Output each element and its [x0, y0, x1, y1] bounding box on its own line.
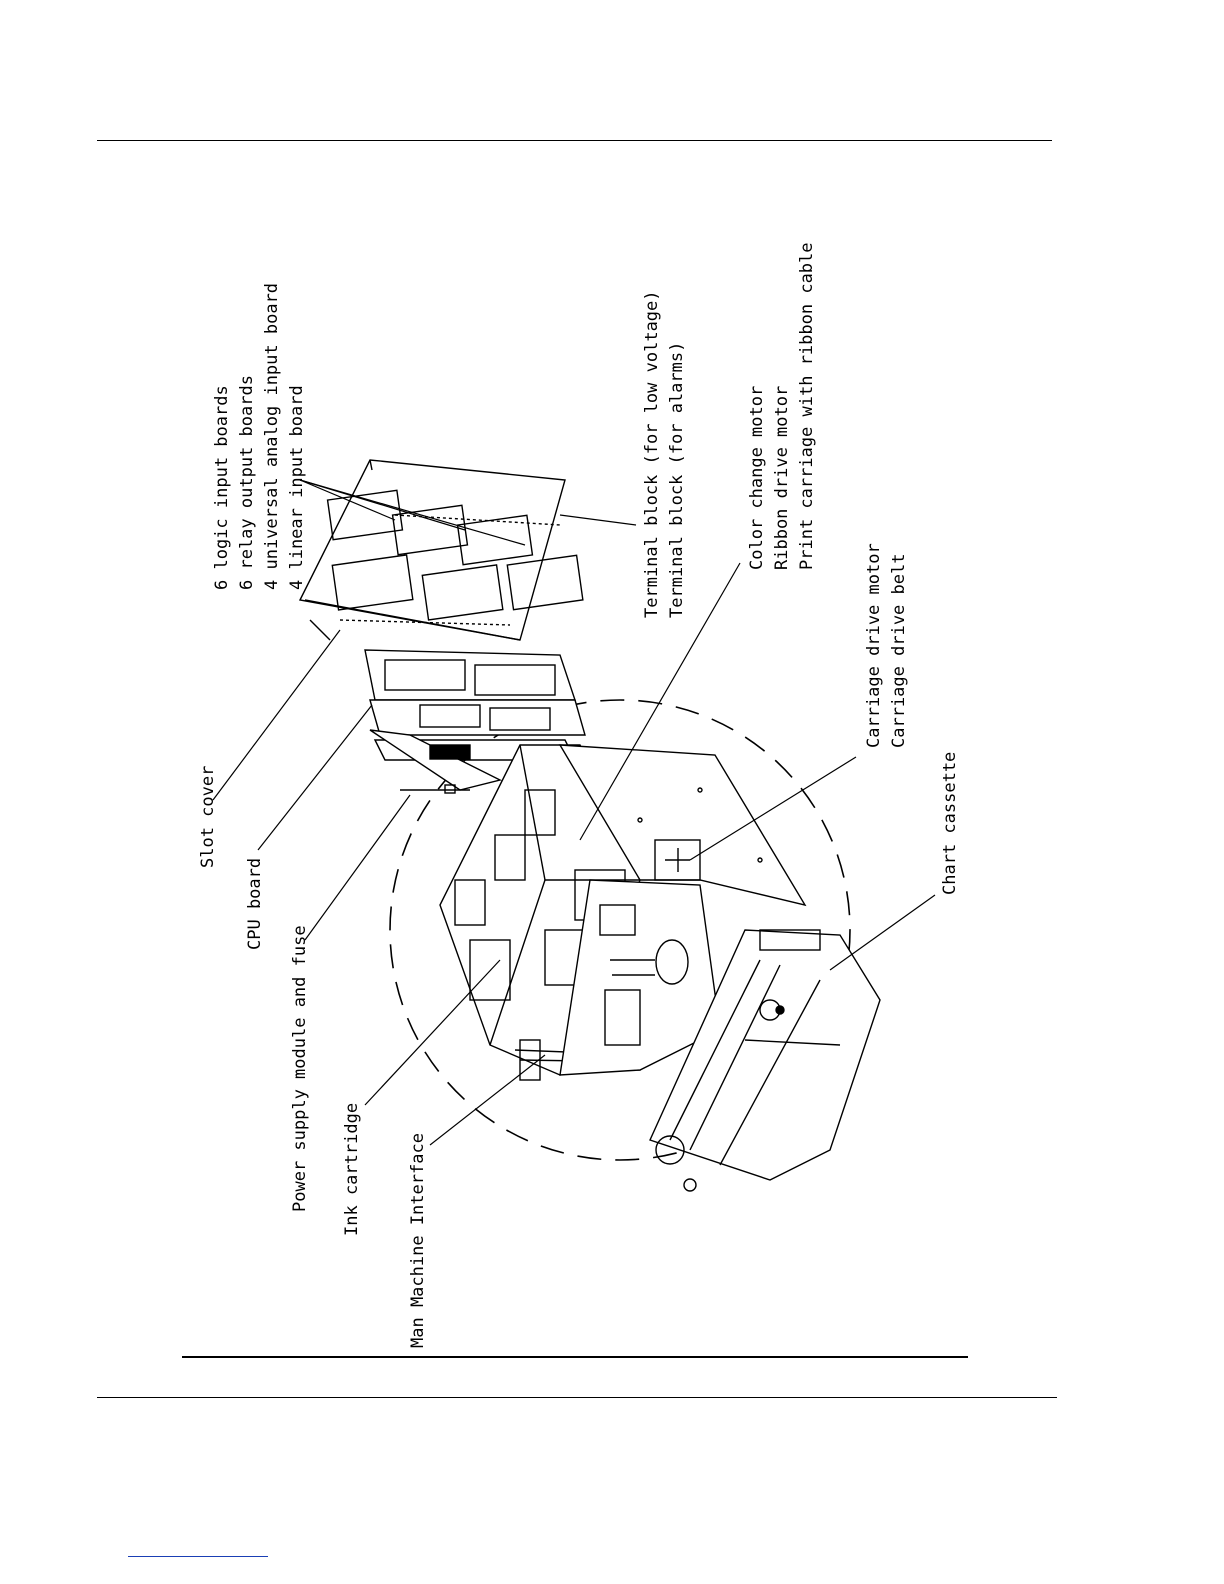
chart-cassette-part [649, 929, 881, 1192]
board-cage [298, 459, 584, 641]
mmi-label: Man Machine Interface [408, 1133, 428, 1348]
boards-line-3: 4 universal analog input board [262, 282, 282, 590]
carriage-label: Carriage drive motor Carriage drive belt [862, 543, 912, 748]
carriage-line-2: Carriage drive belt [889, 553, 909, 748]
boards-line-1: 6 logic input boards [212, 385, 232, 590]
header-rule [97, 140, 1052, 141]
boards-line-4: 4 linear input board [287, 385, 307, 590]
slot-cover-label: Slot cover [198, 765, 218, 868]
print-mechanism [559, 879, 721, 1076]
rear-panel [558, 744, 807, 907]
power-supply-label: Power supply module and fuse [290, 925, 310, 1212]
figure-bottom-rule [182, 1356, 968, 1358]
carriage-line-1: Carriage drive motor [864, 543, 884, 748]
terminal-block-label: Terminal block (for low voltage) Termina… [640, 290, 690, 618]
ink-cartridge-label: Ink cartridge [342, 1102, 362, 1236]
boards-label: 6 logic input boards 6 relay output boar… [210, 283, 310, 590]
motors-label: Color change motor Ribbon drive motor Pr… [745, 242, 820, 570]
footer-link-underline [128, 1556, 268, 1557]
chart-cassette-label: Chart cassette [940, 751, 960, 895]
motors-line-2: Ribbon drive motor [772, 385, 792, 570]
footer-rule [97, 1397, 1057, 1398]
terminal-line-1: Terminal block (for low voltage) [642, 290, 662, 618]
power-supply-module [369, 729, 503, 794]
cpu-board-label: CPU board [245, 857, 265, 950]
boards-line-2: 6 relay output boards [237, 375, 257, 590]
motors-line-1: Color change motor [747, 385, 767, 570]
terminal-line-2: Terminal block (for alarms) [667, 341, 687, 618]
assembly-dashed-circle [389, 699, 851, 1161]
leader-lines [212, 479, 936, 1146]
motors-line-3: Print carriage with ribbon cable [797, 242, 817, 570]
